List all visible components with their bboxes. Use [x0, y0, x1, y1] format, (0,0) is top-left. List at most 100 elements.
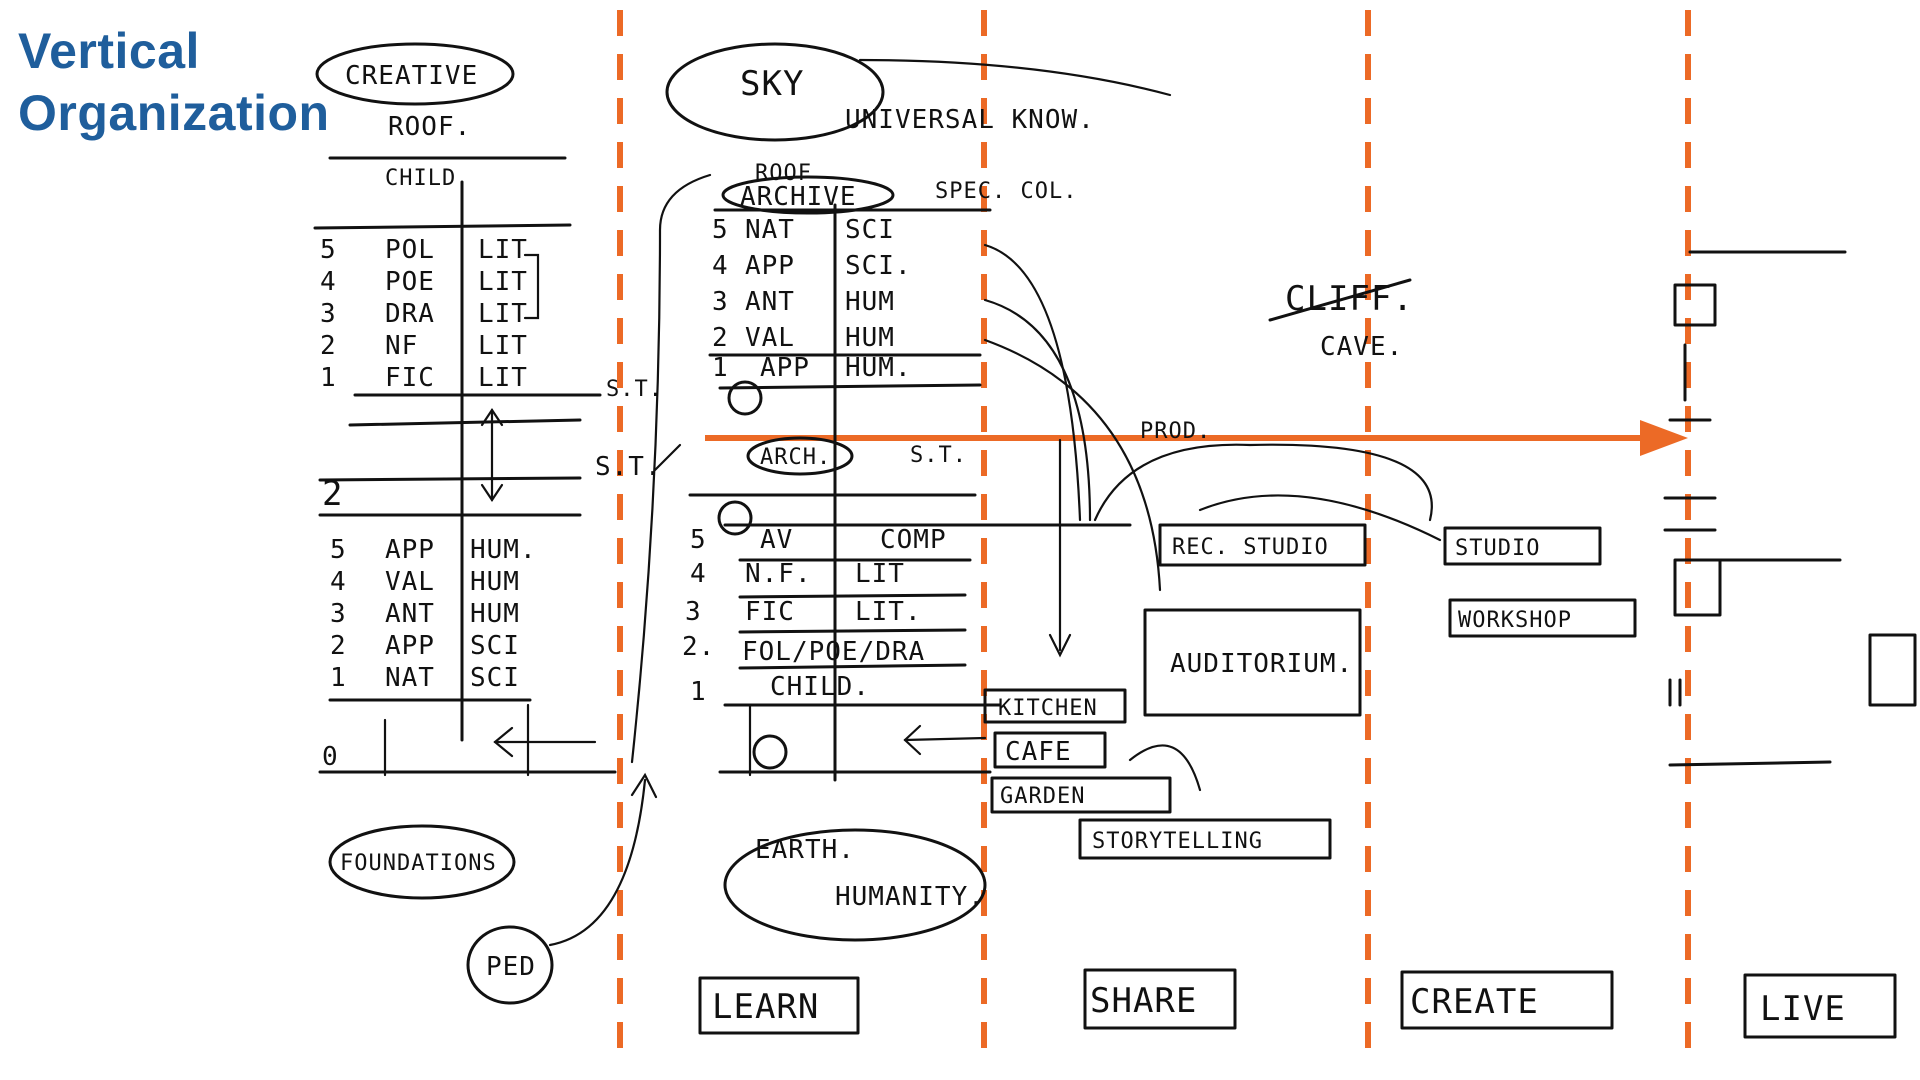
left-top-label: CREATIVE	[345, 61, 478, 91]
center-upper-rows: 5 NAT SCI 4 APP SCI. 3 ANT HUM 2 VAL HUM…	[712, 215, 912, 383]
studio-box	[1443, 526, 1602, 566]
left-upper-row-2-n: 2	[320, 331, 337, 361]
left-upper-row-3-b: LIT	[478, 299, 528, 329]
center-row-line-4	[738, 628, 967, 634]
left-lower-row-2-a: APP	[385, 631, 435, 661]
left-slab-line-2	[318, 476, 582, 482]
left-lower-row-1-b: SCI	[470, 663, 520, 693]
left-upper-row-4-n: 4	[320, 267, 337, 297]
cafe-label: CAFE	[1005, 737, 1072, 767]
left-upper-row-1-a: FIC	[385, 363, 435, 393]
ped-riser	[630, 173, 712, 764]
workshop-label: WORKSHOP	[1458, 608, 1572, 633]
center-lower-row-2-n: 2.	[682, 632, 715, 662]
center-upper-row-2-b: HUM	[845, 323, 895, 353]
workshop-box	[1448, 598, 1637, 638]
center-level-2-mark	[717, 500, 753, 536]
left-lower-row-3-a: ANT	[385, 599, 435, 629]
cafe-box	[993, 731, 1107, 769]
center-lower-row-5-a: AV	[760, 525, 793, 555]
ped-arrowhead	[630, 772, 658, 799]
left-upper-row-5-b: LIT	[478, 235, 528, 265]
center-upper-row-1-n: 1	[712, 353, 729, 383]
center-entry-arrowhead	[903, 724, 922, 756]
left-entry-arrowhead	[493, 726, 514, 758]
left-lower-row-3-b: HUM	[470, 599, 520, 629]
left-upper-row-3-n: 3	[320, 299, 337, 329]
live-window-2	[1673, 558, 1722, 617]
center-level-3-mark	[727, 380, 763, 416]
center-st-line	[718, 383, 982, 390]
left-upper-row-2-a: NF	[385, 331, 418, 361]
zone-box-live	[1743, 973, 1897, 1039]
center-upper-row-4-b: SCI.	[845, 251, 912, 281]
center-lower-row-1-a: CHILD.	[770, 672, 870, 702]
center-lower-row-4-a: N.F.	[745, 559, 812, 589]
center-upper-row-3-b: HUM	[845, 287, 895, 317]
left-upper-row-2-b: LIT	[478, 331, 528, 361]
center-upper-row-3-n: 3	[712, 287, 729, 317]
cliff-line	[1268, 278, 1412, 322]
left-upper-row: 5 POL LIT 4 POE LIT 3 DRA LIT 2 NF LIT 1…	[320, 235, 528, 393]
left-st-label: S.T.	[606, 377, 663, 402]
universal-label: UNIVERSAL KNOW.	[845, 105, 1095, 135]
center-upper-row-2-a: VAL	[745, 323, 795, 353]
left-zero-label: 0	[322, 742, 339, 772]
left-level-2-mark: 2	[322, 474, 343, 514]
center-lower-row-3-a: FIC	[745, 597, 795, 627]
center-upper-row-4-n: 4	[712, 251, 729, 281]
kitchen-box	[983, 688, 1127, 724]
garden-label: GARDEN	[1000, 784, 1085, 809]
left-lower-row-5-a: APP	[385, 535, 435, 565]
center-row-line-3	[738, 593, 967, 599]
auditorium-box	[1143, 608, 1362, 717]
center-entry-arrow	[903, 736, 987, 742]
storytelling-label: STORYTELLING	[1092, 829, 1263, 854]
ped-ellipse	[466, 925, 554, 1005]
rec-studio-label: REC. STUDIO	[1172, 535, 1329, 560]
zone-box-learn	[698, 976, 860, 1035]
center-lower-row-1-n: 1	[690, 677, 707, 707]
center-st-left: S.T.	[595, 452, 662, 482]
left-roof-label: ROOF.	[388, 112, 471, 142]
share-flow-3	[983, 338, 1162, 592]
center-upper-row-1-b: HUM.	[845, 353, 912, 383]
zone-box-share	[1083, 968, 1237, 1030]
center-st-right: S.T.	[910, 443, 967, 468]
center-lower-row-3-b: LIT.	[855, 597, 922, 627]
live-window-3	[1868, 633, 1917, 707]
zone-label-live: LIVE	[1760, 989, 1846, 1029]
sky-label: SKY	[740, 64, 804, 104]
center-lower-row-5-b: COMP	[880, 525, 947, 555]
center-level-1-mark	[752, 734, 788, 770]
storytelling-box	[1078, 818, 1332, 860]
left-upper-row-4-a: POE	[385, 267, 435, 297]
center-upper-row-5-b: SCI	[845, 215, 895, 245]
left-lower-row-4-n: 4	[330, 567, 347, 597]
left-upper-row-1-n: 1	[320, 363, 337, 393]
center-lower-row-4-n: 4	[690, 559, 707, 589]
arch-ellipse	[746, 436, 854, 476]
left-child-label: CHILD	[385, 166, 456, 191]
left-lower-row-4-a: VAL	[385, 567, 435, 597]
center-upper-row-5-n: 5	[712, 215, 729, 245]
creative-ellipse	[315, 42, 515, 106]
foundations-ellipse	[328, 824, 516, 900]
cliff-label: CLIFF.	[1285, 279, 1414, 319]
center-upper-row-2-n: 2	[712, 323, 729, 353]
earth-label: EARTH.	[755, 835, 855, 865]
left-lower-row-2-b: SCI	[470, 631, 520, 661]
flow-arrow-head	[1640, 420, 1688, 456]
left-lower-row-2-n: 2	[330, 631, 347, 661]
left-upper-row-3-a: DRA	[385, 299, 435, 329]
title-line-2: Organization	[18, 85, 330, 141]
humanity-label: HUMANITY.	[835, 882, 985, 912]
share-flow-1	[983, 243, 1082, 522]
zone-label-create: CREATE	[1410, 982, 1539, 1022]
sky-arc	[858, 58, 1172, 97]
left-lower-row-5-b: HUM.	[470, 535, 537, 565]
sky-ellipse	[665, 42, 885, 142]
zone-box-create	[1400, 970, 1614, 1030]
cave-label: CAVE.	[1320, 332, 1403, 362]
